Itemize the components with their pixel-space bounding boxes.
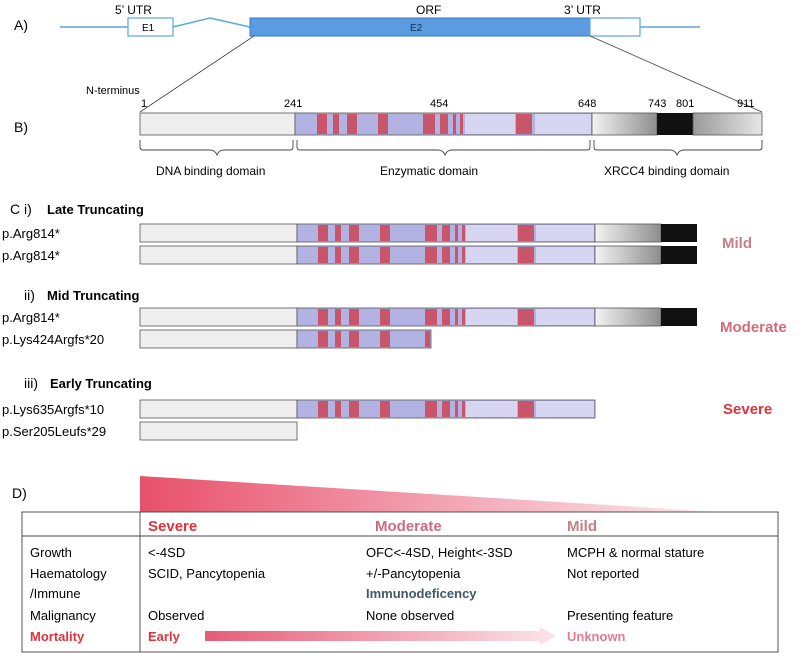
motif	[347, 114, 357, 134]
utr5-label: 5’ UTR	[115, 3, 152, 17]
row-malignancy-moderate: None observed	[366, 608, 454, 623]
exon2-label: E2	[410, 23, 423, 34]
brace-dna	[139, 140, 294, 157]
motif	[317, 114, 327, 134]
header-severe: Severe	[148, 518, 197, 535]
domain-xrcc4-label: XRCC4 binding domain	[604, 164, 729, 178]
motif	[460, 114, 463, 134]
late-variant-bar-2	[139, 245, 697, 265]
position-743: 743	[648, 98, 666, 110]
severity-severe-label: Severe	[723, 401, 772, 418]
motif	[333, 114, 339, 134]
row-haematology-severe: SCID, Pancytopenia	[148, 566, 266, 581]
late-variant-2-label: p.Arg814*	[2, 248, 60, 263]
position-911: 911	[737, 98, 755, 110]
header-mild: Mild	[567, 518, 597, 535]
motif	[378, 114, 388, 134]
exon1-box	[127, 17, 174, 37]
motif	[516, 114, 532, 134]
section-a-label: A)	[14, 17, 28, 33]
row-mortality-label: Mortality	[30, 629, 85, 644]
enzymatic-light-2	[535, 114, 591, 134]
protein-domains: B) 1 241 454 648 743 801 911 DNA binding…	[14, 98, 763, 178]
row-mortality-mild: Unknown	[567, 629, 626, 644]
row-immune-label: /Immune	[30, 586, 81, 601]
position-241: 241	[284, 98, 302, 110]
row-malignancy-label: Malignancy	[30, 608, 96, 623]
position-454: 454	[430, 98, 448, 110]
row-growth-severe: <-4SD	[148, 545, 185, 560]
mid-variant-bar-2	[139, 329, 432, 349]
early-variant-bar-2	[139, 421, 298, 441]
header-moderate: Moderate	[375, 518, 442, 535]
variants-section: C i) Late Truncating p.Arg814*	[2, 201, 787, 441]
position-648: 648	[578, 98, 596, 110]
utr3-label: 3’ UTR	[564, 3, 601, 17]
utr3-box	[589, 17, 641, 37]
xrcc4-dark-bar	[657, 113, 693, 135]
early-truncating-title: Early Truncating	[50, 376, 152, 391]
severity-mild-label: Mild	[722, 235, 752, 252]
zoom-line-left	[139, 35, 255, 113]
section-c-label: C i)	[10, 201, 32, 217]
gene-structure: A) 5’ UTR ORF 3’ UTR E1 E2 N-terminus	[14, 3, 763, 113]
severity-moderate-label: Moderate	[720, 319, 787, 336]
row-growth-mild: MCPH & normal stature	[567, 545, 704, 560]
n-terminus-label: N-terminus	[86, 85, 140, 97]
domain-enzymatic-label: Enzymatic domain	[380, 164, 478, 178]
zoom-line-right	[589, 35, 763, 113]
exon1-label: E1	[142, 23, 155, 34]
row-malignancy-mild: Presenting feature	[567, 608, 673, 623]
position-801: 801	[676, 98, 694, 110]
phenotype-table: D) Severe Moderate Mild Growth <-4SD OFC…	[12, 476, 779, 653]
row-mortality-severe: Early	[148, 629, 181, 644]
row-growth-label: Growth	[30, 545, 72, 560]
brace-xrcc4	[593, 140, 763, 157]
orf-label: ORF	[416, 3, 441, 17]
mortality-arrow	[205, 627, 556, 645]
early-variant-1-label: p.Lys635Argfs*10	[2, 402, 104, 417]
row-haematology-label: Haematology	[30, 566, 107, 581]
severity-gradient-triangle	[140, 476, 720, 512]
dna-binding-bar	[139, 112, 296, 136]
section-d-label: D)	[12, 485, 27, 501]
mid-variant-1-label: p.Arg814*	[2, 310, 60, 325]
motif	[440, 114, 448, 134]
row-haematology-mild: Not reported	[567, 566, 639, 581]
section-b-label: B)	[14, 119, 28, 135]
xrcc4-tail-bar	[692, 112, 763, 136]
early-variant-2-label: p.Ser205Leufs*29	[2, 424, 106, 439]
late-truncating-title: Late Truncating	[47, 202, 144, 217]
late-variant-1-label: p.Arg814*	[2, 226, 60, 241]
enzymatic-light-1	[465, 114, 515, 134]
row-haematology-moderate: +/-Pancytopenia	[366, 566, 461, 581]
early-roman: iii)	[24, 375, 38, 391]
mid-roman: ii)	[24, 287, 35, 303]
row-immune-moderate: Immunodeficency	[366, 586, 477, 601]
table-frame	[21, 511, 779, 653]
position-1: 1	[141, 98, 147, 110]
mid-variant-bar-1	[139, 307, 697, 327]
mid-truncating-title: Mid Truncating	[47, 288, 140, 303]
motif	[453, 114, 456, 134]
xrcc4-gradient-bar	[591, 112, 658, 136]
row-growth-moderate: OFC<-4SD, Height<-3SD	[366, 545, 513, 560]
late-variant-bar-1	[139, 223, 697, 243]
domain-dna-label: DNA binding domain	[156, 164, 265, 178]
row-malignancy-severe: Observed	[148, 608, 204, 623]
intron-line	[172, 17, 251, 28]
motif	[423, 114, 435, 134]
early-variant-bar-1	[139, 399, 596, 419]
brace-enzymatic	[296, 140, 591, 157]
mid-variant-2-label: p.Lys424Argfs*20	[2, 332, 104, 347]
